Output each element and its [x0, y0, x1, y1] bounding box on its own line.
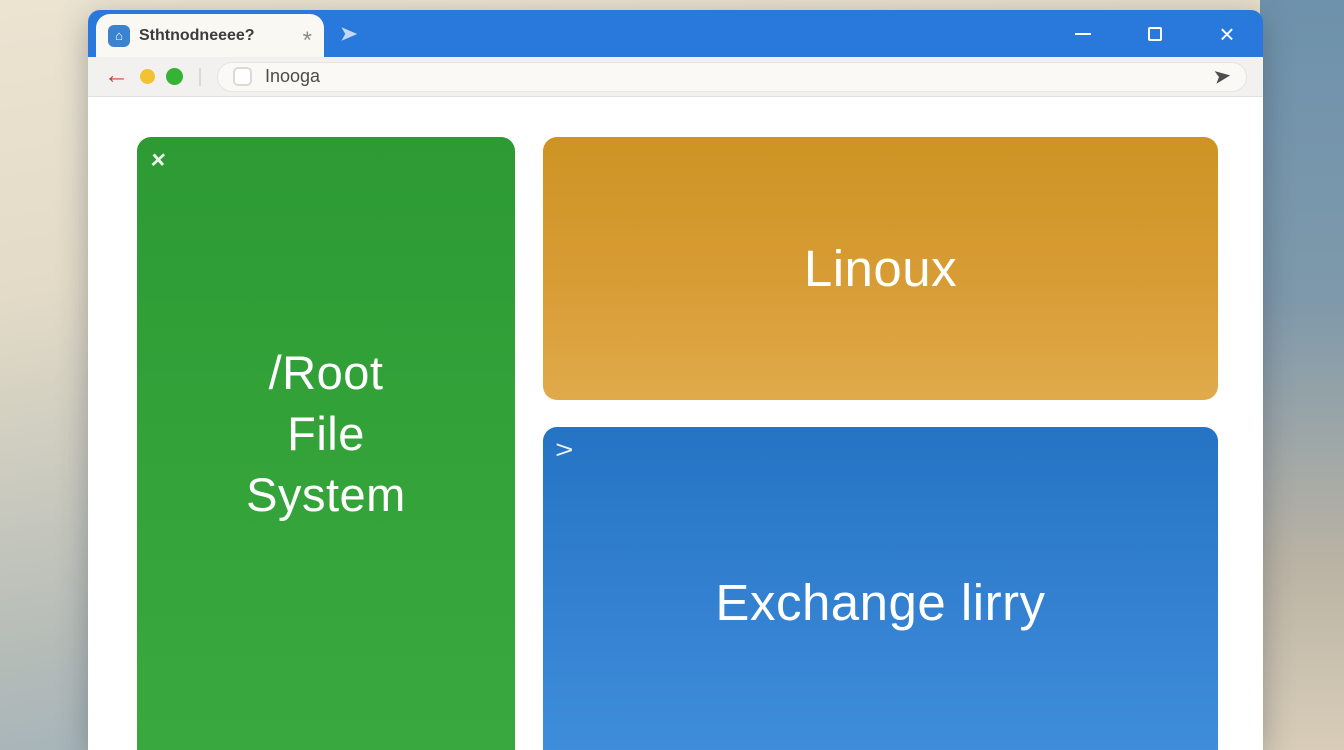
address-bar[interactable]: Inooga	[217, 61, 1247, 92]
browser-tab[interactable]: ⌂ Sthtnodneeee? *	[96, 14, 324, 57]
back-button[interactable]: ←	[104, 61, 129, 89]
minimize-button[interactable]	[1061, 19, 1105, 49]
desktop-wallpaper-right	[1260, 0, 1344, 750]
cross-icon: ×	[149, 146, 168, 174]
paper-plane-icon[interactable]	[340, 25, 358, 43]
panel-exchange[interactable]: > Exchange lirry	[543, 427, 1218, 750]
site-icon	[233, 67, 252, 86]
page-content: × /Root File System Linoux > Exchange li…	[88, 97, 1263, 750]
paper-plane-icon[interactable]	[1213, 67, 1232, 86]
address-text: Inooga	[265, 66, 321, 86]
window-controls: ×	[1061, 10, 1249, 57]
close-button[interactable]: ×	[1219, 18, 1235, 49]
panel-linux-title: Linoux	[803, 240, 958, 297]
toolbar-divider	[199, 67, 201, 86]
green-dot-button[interactable]	[166, 68, 183, 85]
panel-root-file-system[interactable]: × /Root File System	[137, 137, 515, 750]
browser-window: ⌂ Sthtnodneeee? * × ← Inooga ×	[88, 10, 1263, 750]
titlebar: ⌂ Sthtnodneeee? * ×	[88, 10, 1263, 57]
yellow-dot-button[interactable]	[140, 69, 155, 84]
browser-toolbar: ← Inooga	[88, 57, 1263, 97]
tab-title: Sthtnodneeee?	[139, 26, 255, 44]
panel-linux[interactable]: Linoux	[543, 137, 1218, 400]
panel-exchange-title: Exchange lirry	[715, 573, 1046, 631]
maximize-button[interactable]	[1133, 19, 1177, 49]
tab-favicon-icon: ⌂	[108, 24, 130, 47]
arrow-right-icon: >	[555, 436, 574, 464]
panel-root-title: /Root File System	[246, 346, 406, 521]
